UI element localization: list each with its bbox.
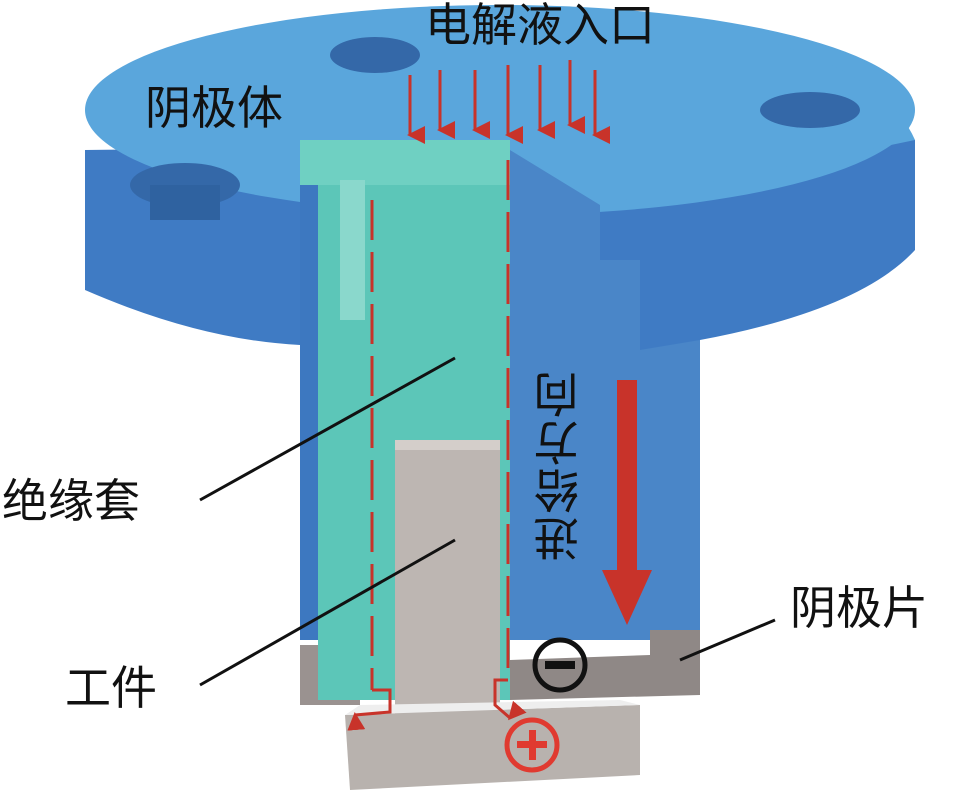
feed-direction-label: 进给方向 xyxy=(532,370,586,562)
leader-lines xyxy=(199,356,776,687)
workpiece xyxy=(345,440,640,790)
positive-terminal-icon xyxy=(504,717,560,773)
flow-arrows xyxy=(347,60,610,731)
negative-terminal-icon xyxy=(532,637,588,693)
insulating-sleeve-label: 绝缘套 xyxy=(2,474,140,528)
workpiece-label: 工件 xyxy=(65,661,157,715)
feed-direction-arrow xyxy=(602,380,652,625)
cathode-plate-label: 阴极片 xyxy=(790,581,928,635)
cathode-body-label: 阴极体 xyxy=(145,81,283,135)
inlet-label: 电解液入口 xyxy=(425,0,655,52)
